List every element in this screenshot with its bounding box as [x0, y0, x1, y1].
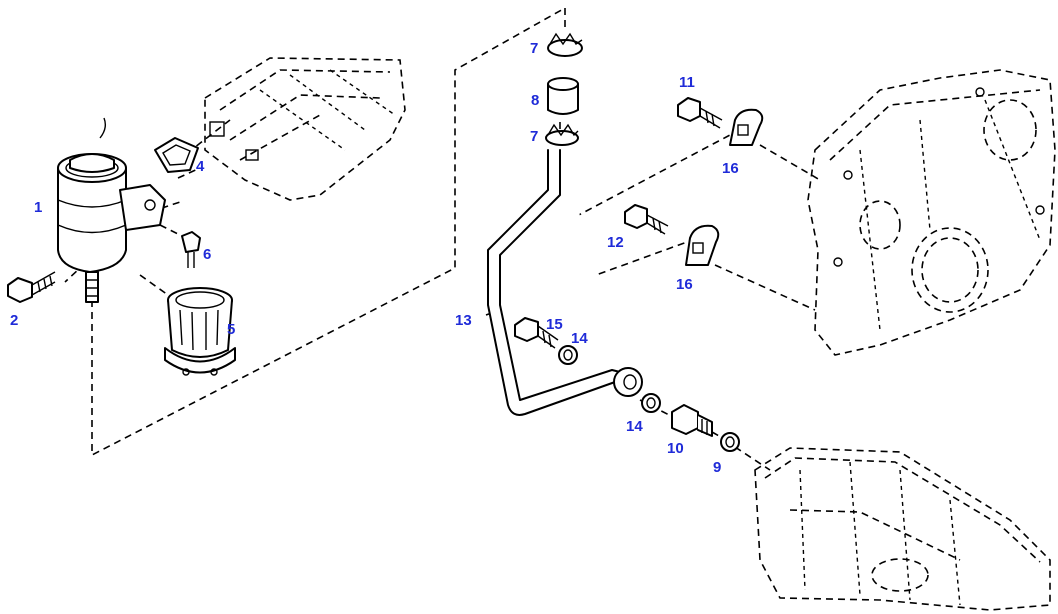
bolt-part-12 — [624, 204, 669, 235]
hose-part-8 — [547, 77, 579, 115]
callout-11: 11 — [679, 74, 695, 91]
adapter-part-10 — [671, 404, 713, 437]
hose-clamp-part-7-top — [547, 32, 583, 57]
bracket-part-16-lower — [685, 224, 720, 266]
bolt-part-11 — [677, 97, 723, 129]
callout-12: 12 — [607, 234, 624, 251]
oil-pan — [754, 447, 1051, 611]
callout-2: 2 — [10, 312, 18, 329]
bracket-part-16-upper — [729, 108, 764, 146]
callout-13: 13 — [455, 312, 472, 329]
plug-part-6 — [181, 231, 201, 268]
seal-part-9 — [720, 432, 740, 452]
bolt-part-2 — [7, 271, 56, 303]
banjo-bolt-part-15 — [514, 317, 559, 349]
callout-1: 1 — [34, 199, 42, 216]
callout-7-bottom: 7 — [530, 128, 538, 145]
washer-part-14-lower — [641, 393, 661, 413]
timing-cover — [807, 69, 1056, 356]
oil-pipe-part-13 — [487, 149, 643, 416]
filter-element-part-5 — [164, 287, 236, 376]
callout-8: 8 — [531, 92, 539, 109]
hose-clamp-part-7-bottom — [545, 123, 579, 146]
callout-10: 10 — [667, 440, 684, 457]
callout-6: 6 — [203, 246, 211, 263]
gasket-part-4 — [154, 137, 199, 173]
washer-part-14-upper — [558, 345, 578, 365]
callout-14-lower: 14 — [626, 418, 643, 435]
callout-14-upper: 14 — [571, 330, 588, 347]
callout-5: 5 — [227, 321, 235, 338]
filter-housing-part-1 — [57, 117, 166, 303]
callout-16-lower: 16 — [676, 276, 693, 293]
callout-15: 15 — [546, 316, 563, 333]
callout-4: 4 — [196, 158, 205, 175]
engine-cylinder-head — [204, 57, 406, 201]
callout-9: 9 — [713, 459, 721, 476]
callout-labels: 1 2 4 5 6 7 8 7 11 16 12 16 13 15 14 14 … — [10, 40, 739, 476]
callout-16-upper: 16 — [722, 160, 739, 177]
callout-7-top: 7 — [530, 40, 538, 57]
